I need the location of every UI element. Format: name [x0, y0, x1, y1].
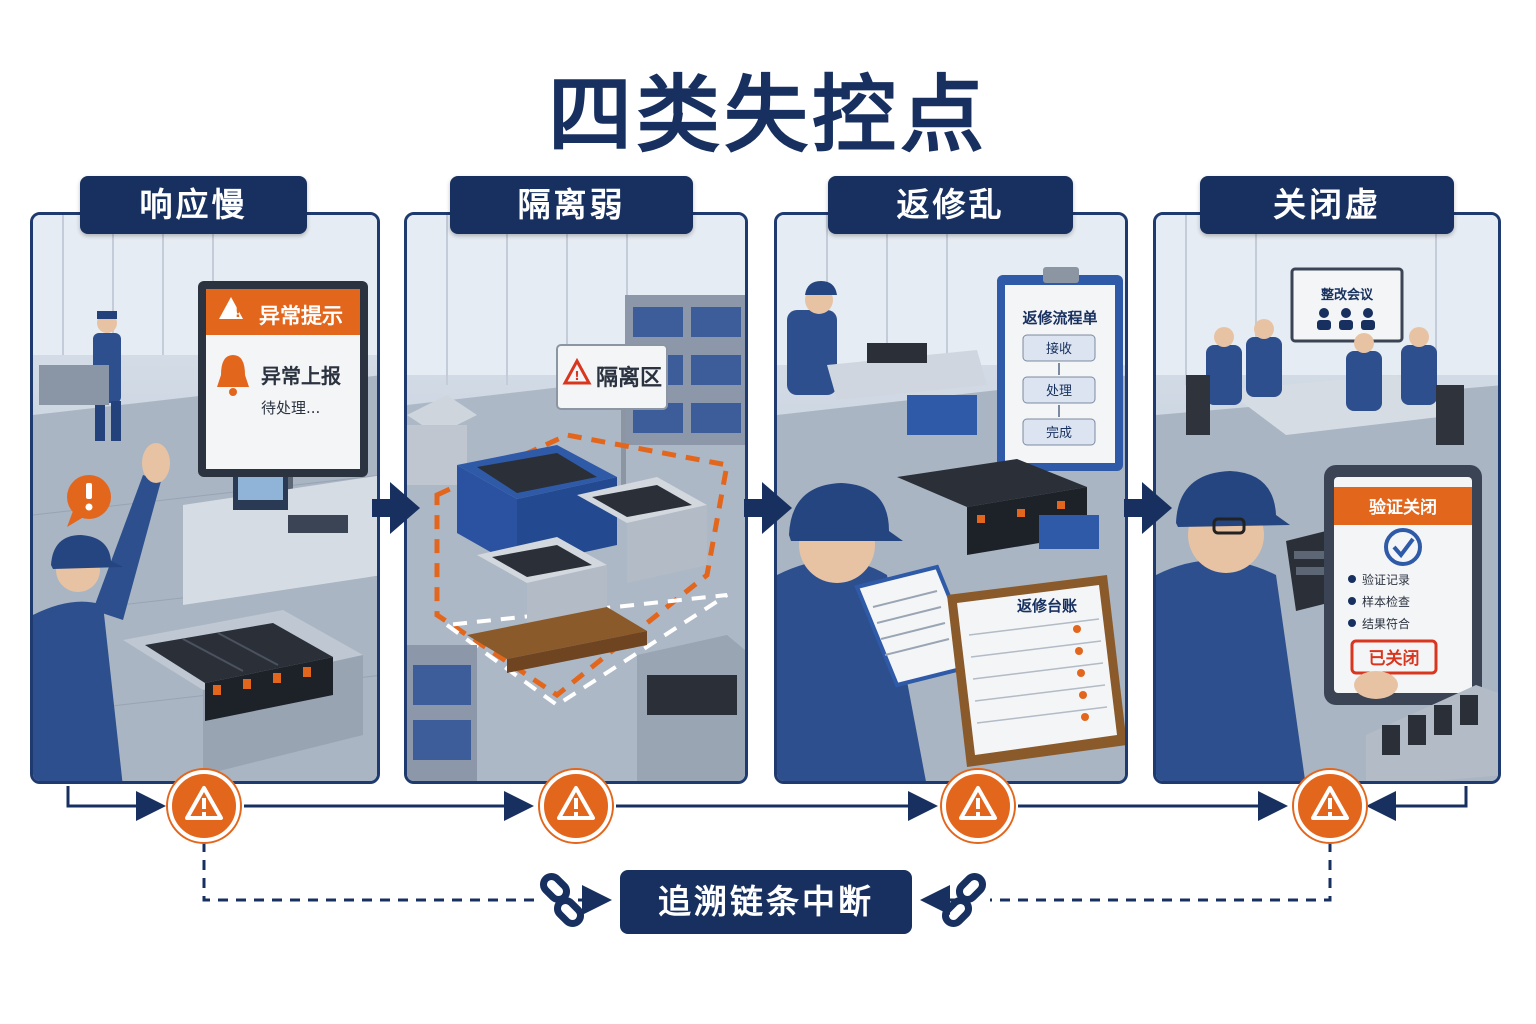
meeting-board-text: 整改会议: [1320, 287, 1374, 303]
arrow-right-icon: [744, 482, 792, 534]
flow-step-1: 接收: [1046, 341, 1072, 357]
warning-icon: [1294, 770, 1366, 842]
people-icon: [1317, 308, 1375, 330]
arrow-right-icon: [1124, 482, 1172, 534]
flow-step-2: 处理: [1046, 384, 1072, 399]
broken-chain-icon: [539, 872, 585, 928]
tablet-header: 验证关闭: [1369, 497, 1437, 518]
bell-icon: [217, 355, 249, 396]
panel-closure-false: 整改会议 验证关闭: [1153, 212, 1501, 784]
page-title: 四类失控点: [547, 66, 988, 164]
stage-label-isolation-weak: 隔离弱: [450, 176, 693, 234]
stage-label-rework-chaotic: 返修乱: [828, 176, 1073, 234]
alert-screen-line2: 待处理...: [261, 399, 320, 417]
flow-step-3: 完成: [1046, 426, 1072, 441]
panel-isolation-weak: ! 隔离区: [404, 212, 748, 784]
svg-text:!: !: [574, 369, 579, 383]
alert-screen-header: 异常提示: [259, 304, 343, 328]
flow-sheet-title: 返修流程单: [1022, 309, 1097, 327]
broken-chain-icon: [941, 872, 987, 928]
warning-icon: [540, 770, 612, 842]
check-circle-icon: [1384, 528, 1422, 566]
stage-label-closure-false: 关闭虚: [1200, 176, 1454, 234]
warning-icon: [942, 770, 1014, 842]
ledger-title: 返修台账: [1017, 597, 1077, 615]
stage-label-response-slow: 响应慢: [80, 176, 307, 234]
traceability-break-label: 追溯链条中断: [620, 870, 912, 934]
svg-text:!: !: [235, 305, 241, 321]
closed-stamp: 已关闭: [1369, 648, 1420, 669]
scene-isolation-weak: ! 隔离区: [407, 215, 745, 781]
alert-screen-line1: 异常上报: [261, 364, 341, 388]
arrow-right-icon: [372, 482, 420, 534]
warning-icon: [168, 770, 240, 842]
scene-response-slow: ! 异常提示 异常上报 待处理...: [33, 215, 377, 781]
panel-response-slow: ! 异常提示 异常上报 待处理...: [30, 212, 380, 784]
panel-rework-chaotic: 返修流程单 接收 处理 完成 返修台账: [774, 212, 1128, 784]
scene-closure-false: 整改会议 验证关闭: [1156, 215, 1498, 781]
scene-rework-chaotic: 返修流程单 接收 处理 完成 返修台账: [777, 215, 1125, 781]
tablet-item-3: 结果符合: [1362, 616, 1410, 631]
tablet-item-2: 样本检查: [1362, 594, 1410, 609]
exclamation-bubble-icon: [67, 475, 111, 527]
tablet-item-1: 验证记录: [1362, 572, 1410, 587]
isolation-sign-text: 隔离区: [596, 365, 662, 391]
